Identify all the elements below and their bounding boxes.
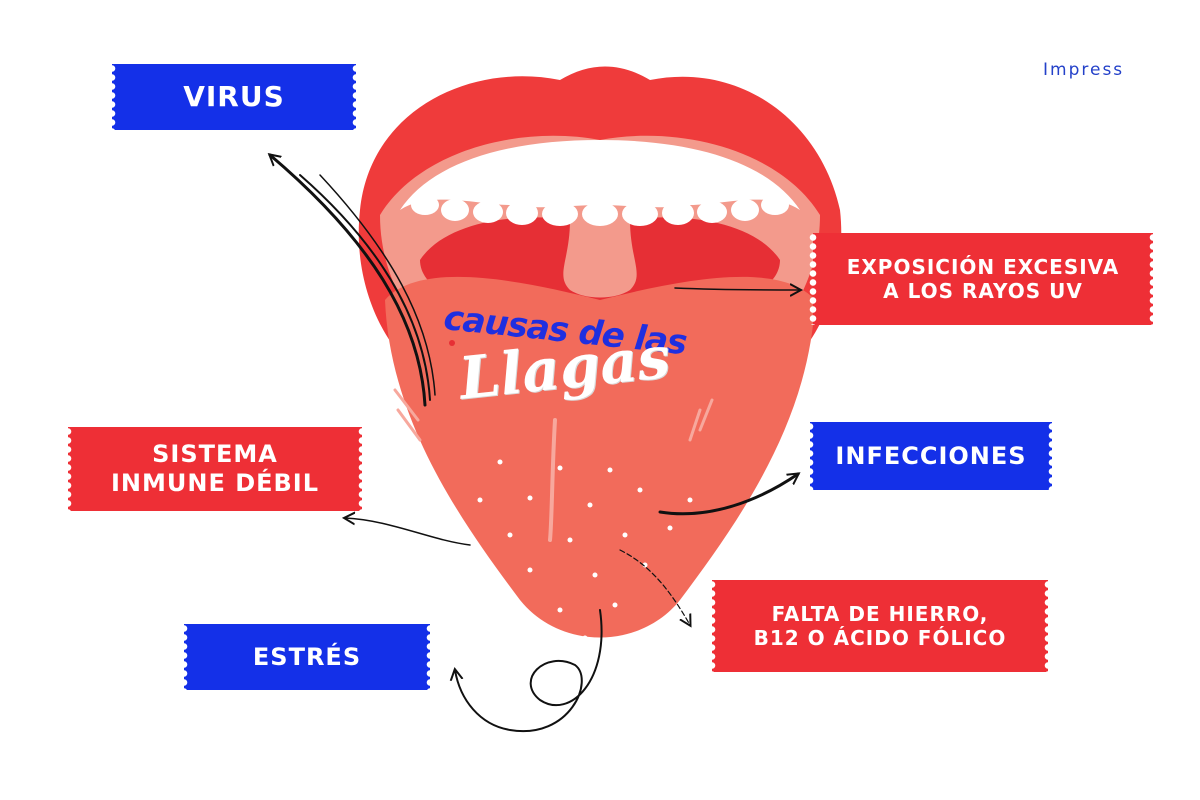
- label-hierro-line1: FALTA DE HIERRO,: [771, 602, 989, 626]
- tongue: [385, 276, 815, 638]
- uvula: [563, 220, 637, 298]
- label-inmune-line1: SISTEMA: [152, 440, 278, 469]
- tongue-dots: [429, 459, 693, 641]
- label-hierro-line2: B12 O ÁCIDO FÓLICO: [753, 626, 1007, 650]
- teeth-bumps: [411, 195, 789, 226]
- arrow-hierro: [619, 549, 690, 625]
- label-sistema-inmune: SISTEMA INMUNE DÉBIL: [64, 427, 366, 511]
- arrow-estres: [455, 609, 603, 733]
- tongue-midline: [548, 418, 557, 542]
- label-exposicion-uv: EXPOSICIÓN EXCESIVA A LOS RAYOS UV: [809, 233, 1157, 325]
- label-infecciones-text: INFECCIONES: [835, 441, 1027, 470]
- label-virus-text: VIRUS: [183, 80, 285, 114]
- arrow-inmune: [345, 518, 471, 546]
- label-estres-text: ESTRÉS: [252, 642, 362, 671]
- label-uv-line2: A LOS RAYOS UV: [883, 279, 1083, 303]
- label-inmune-line2: INMUNE DÉBIL: [110, 469, 320, 497]
- label-falta-hierro: FALTA DE HIERRO, B12 O ÁCIDO FÓLICO: [708, 580, 1052, 672]
- label-virus: VIRUS: [108, 64, 360, 130]
- teeth: [400, 140, 800, 210]
- arrow-uv: [674, 288, 800, 290]
- label-uv-line1: EXPOSICIÓN EXCESIVA: [846, 255, 1120, 279]
- label-infecciones: INFECCIONES: [806, 422, 1056, 490]
- arrow-infecciones: [658, 474, 798, 516]
- brand-logo: Impress: [1043, 60, 1125, 80]
- label-estres: ESTRÉS: [180, 624, 434, 690]
- arrows: [270, 155, 800, 733]
- arrow-virus: [270, 155, 427, 407]
